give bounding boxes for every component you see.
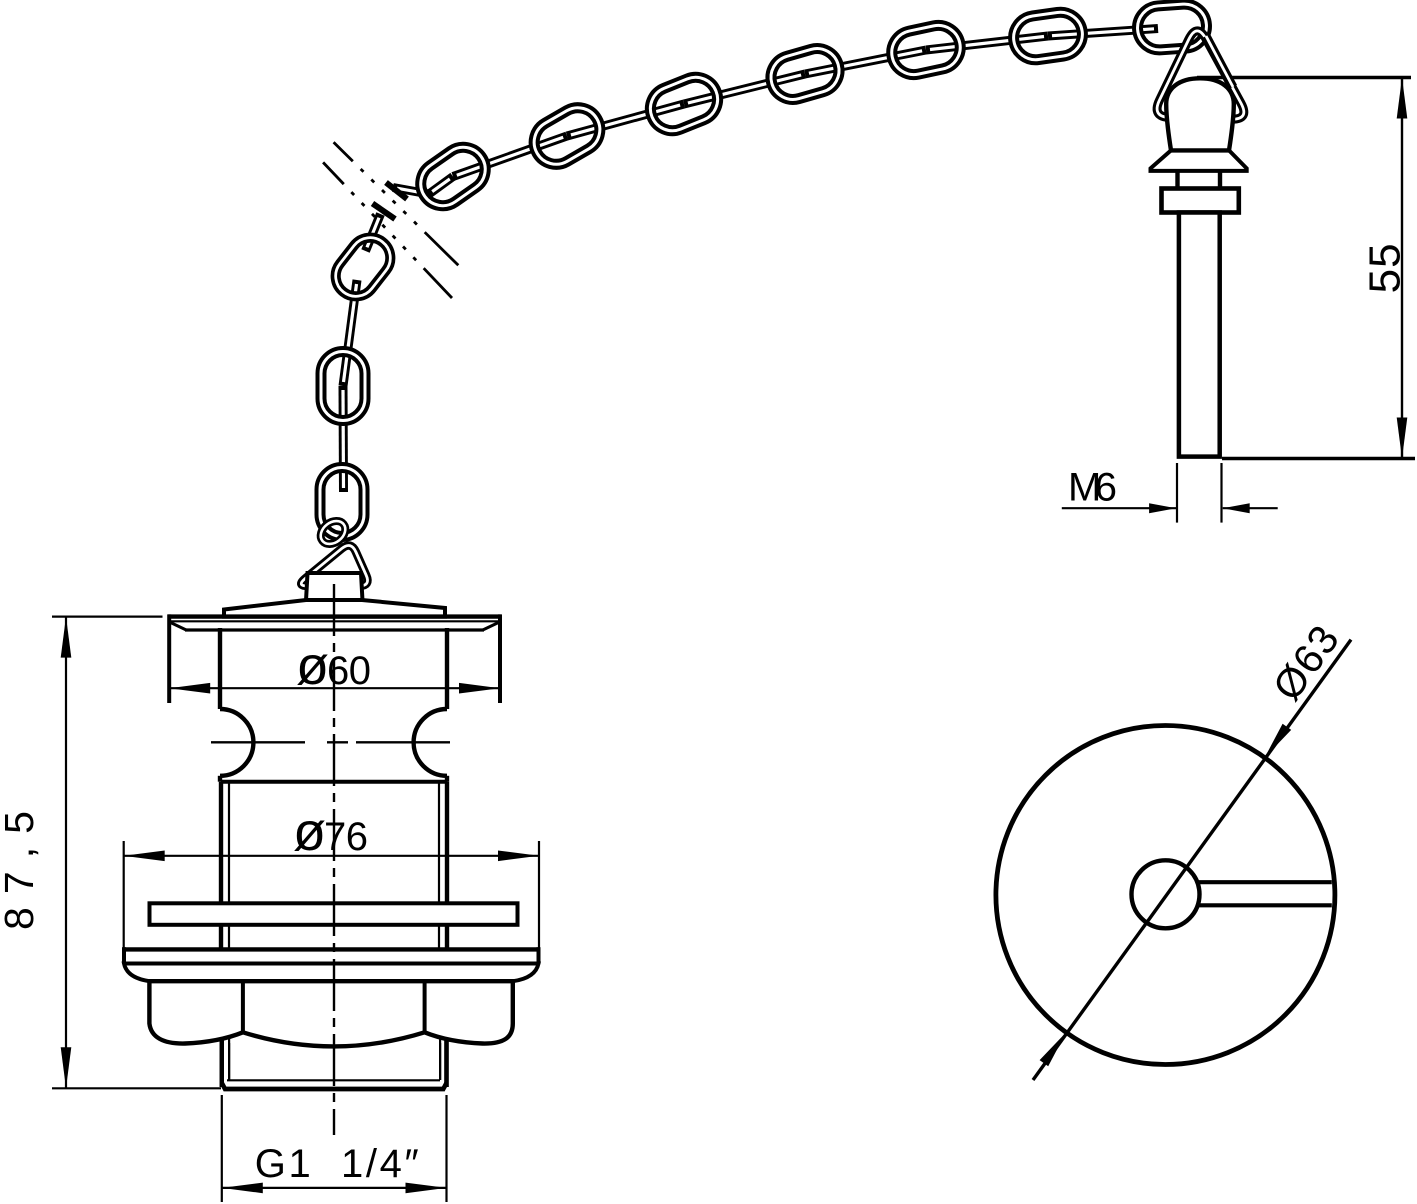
svg-text:M6: M6 [1068,466,1117,510]
svg-text:G1 1/4″: G1 1/4″ [255,1142,419,1186]
svg-text:ø: ø [293,802,326,862]
svg-text:60: 60 [327,649,371,693]
svg-text:55: 55 [1361,243,1410,293]
svg-text:ø: ø [296,636,329,696]
svg-text:76: 76 [324,815,368,859]
